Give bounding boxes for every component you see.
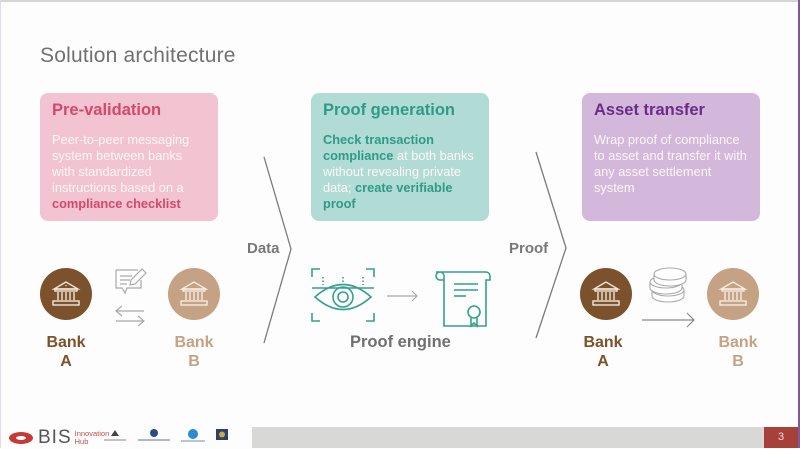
card-body-text: Wrap proof of compliance to asset and tr… (594, 132, 747, 195)
bank-b-icon (707, 268, 759, 320)
bank-label-line1: Bank (174, 334, 214, 351)
bank-label-line2: B (188, 353, 200, 370)
bank-building-icon (718, 281, 748, 306)
step-label-proof: Proof (509, 240, 549, 257)
certificate-icon (435, 271, 491, 328)
bis-emblem-icon (9, 432, 33, 444)
bank-building-icon (179, 281, 209, 306)
bank-label-line2: B (732, 353, 744, 370)
bank-building-icon (51, 281, 81, 306)
card-body-highlight: compliance checklist (52, 196, 181, 211)
bank-label-line2: A (597, 353, 609, 370)
bank-a-icon (40, 268, 92, 320)
card-proof-generation: Proof generation Check transaction compl… (311, 93, 489, 221)
coins-icon (649, 267, 687, 303)
central-bank-logo-4 (216, 429, 228, 440)
bank-b-icon (168, 268, 220, 320)
arrow-right-icon (642, 312, 695, 328)
bis-logo-text: BIS (38, 427, 72, 448)
bank-label-line1: Bank (46, 334, 86, 351)
card-asset-transfer: Asset transfer Wrap proof of compliance … (582, 93, 760, 221)
chevron-proof-icon (535, 151, 567, 339)
card-body: Wrap proof of compliance to asset and tr… (594, 132, 748, 196)
step-label-data: Data (247, 240, 280, 257)
top-border (0, 0, 800, 2)
bank-label-line2: A (60, 353, 72, 370)
card-pre-validation: Pre-validation Peer-to-peer messaging sy… (40, 93, 218, 221)
logo-sub-line2: Hub (74, 437, 89, 446)
eye-scan-icon (311, 268, 375, 322)
logo-sub-line1: Innovation (74, 429, 110, 438)
card-body-text: at both banks without revealing private … (323, 148, 474, 195)
right-border (798, 0, 800, 448)
card-body: Check transaction compliance at both ban… (323, 132, 477, 212)
arrow-right-icon (387, 290, 418, 302)
bank-of-korea-logo (181, 429, 205, 442)
page-number: 3 (764, 427, 798, 448)
card-title: Proof generation (323, 101, 456, 119)
footer-bar (252, 427, 764, 448)
bank-label-line1: Bank (718, 334, 758, 351)
central-bank-logo-1 (104, 430, 126, 441)
bank-a-icon (580, 268, 632, 320)
card-body-text: Peer-to-peer messaging system between ba… (52, 132, 190, 195)
card-title: Pre-validation (52, 101, 162, 119)
chevron-data-icon (263, 156, 292, 344)
card-body: Peer-to-peer messaging system between ba… (52, 132, 206, 212)
card-body-highlight: Check transaction compliance (323, 132, 434, 163)
message-exchange-icon (115, 268, 147, 327)
left-border (0, 0, 1, 448)
bank-building-icon (591, 281, 621, 306)
proof-engine-label: Proof engine (350, 333, 451, 351)
central-bank-logo-2 (138, 429, 170, 441)
slide-title: Solution architecture (40, 44, 236, 67)
bank-label-line1: Bank (583, 334, 623, 351)
card-title: Asset transfer (594, 101, 705, 119)
card-body-highlight: create verifiable proof (323, 180, 453, 211)
